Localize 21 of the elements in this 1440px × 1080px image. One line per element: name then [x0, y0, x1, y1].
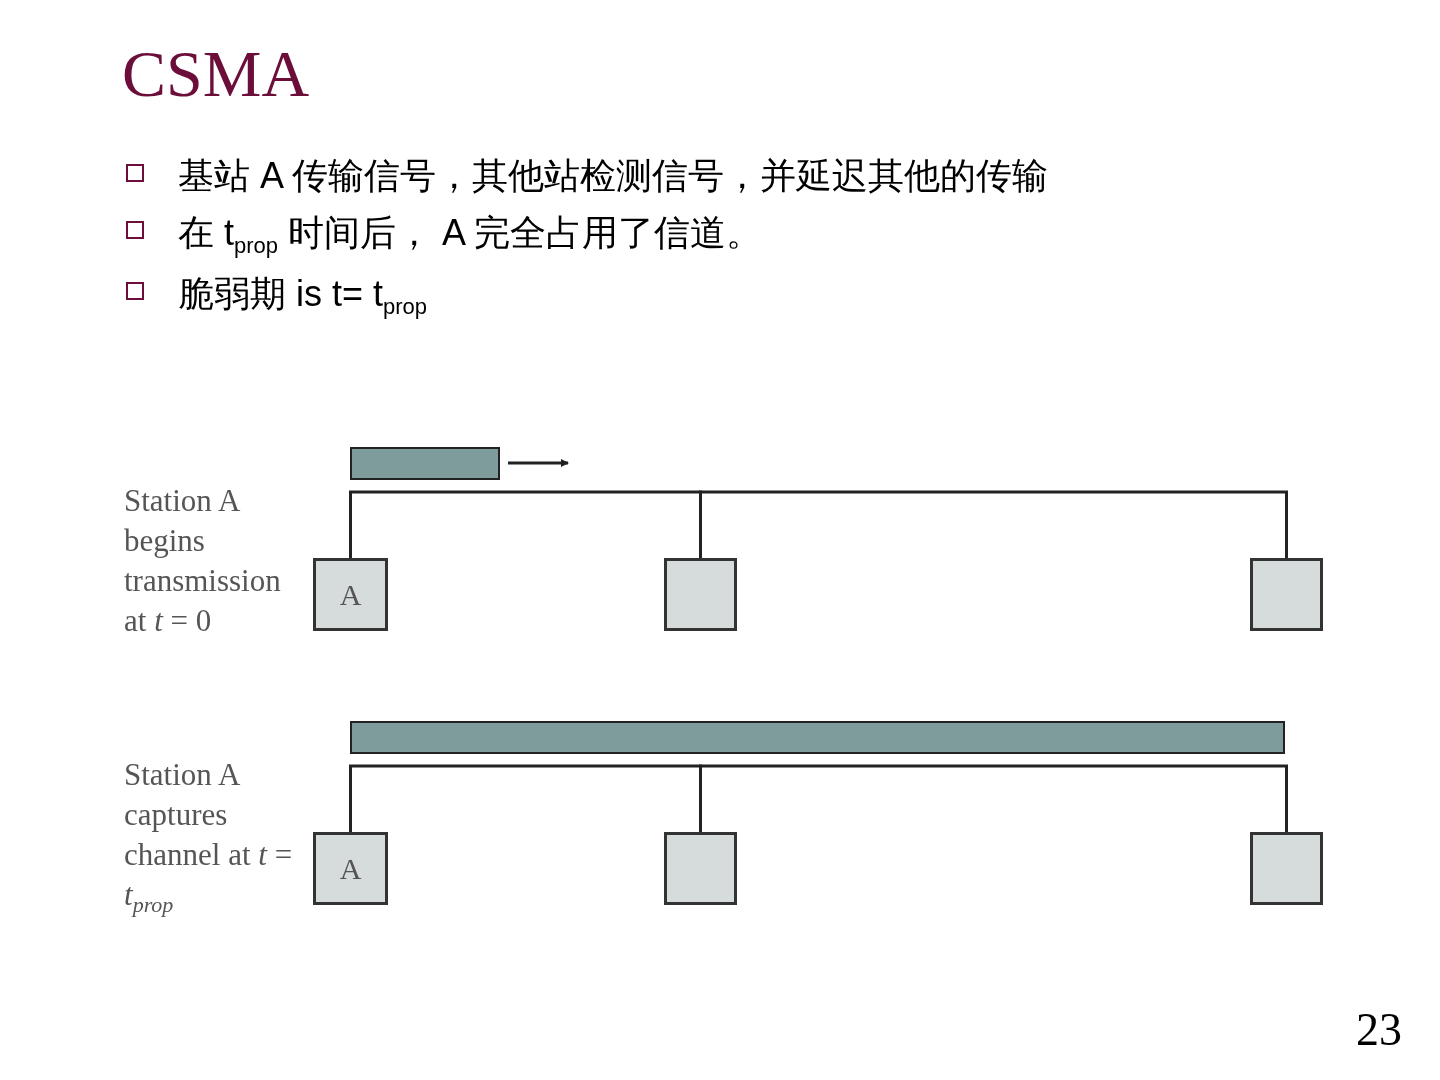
station-label: A	[339, 577, 362, 612]
page-number: 23	[1356, 1003, 1402, 1056]
caption-text: Station A captures channel at t = t$_{prop}$	[124, 756, 294, 920]
caption-text: Station A begins transmission at t = 0	[124, 482, 282, 640]
station-box	[1250, 832, 1323, 905]
bullet-text: 在 t$_{prop}$ 时间后， A 完全占用了信道。	[178, 211, 763, 260]
bus-line	[699, 764, 1288, 832]
station-box	[313, 558, 388, 631]
station-box	[313, 832, 388, 905]
bullet-text: 基站 A 传输信号，其他站检测信号，并延迟其他的传输	[178, 154, 1049, 198]
station-label: A	[339, 851, 362, 886]
bus-line	[699, 490, 1288, 558]
signal-bar	[350, 721, 1285, 754]
signal-bar	[350, 447, 500, 480]
bullet-text: 脆弱期 is t= t$_{prop}$	[178, 272, 428, 321]
bus-line	[349, 764, 702, 832]
station-box	[664, 558, 737, 631]
slide-title: CSMA	[122, 38, 310, 111]
bus-line	[349, 490, 702, 558]
station-box	[1250, 558, 1323, 631]
station-box	[664, 832, 737, 905]
